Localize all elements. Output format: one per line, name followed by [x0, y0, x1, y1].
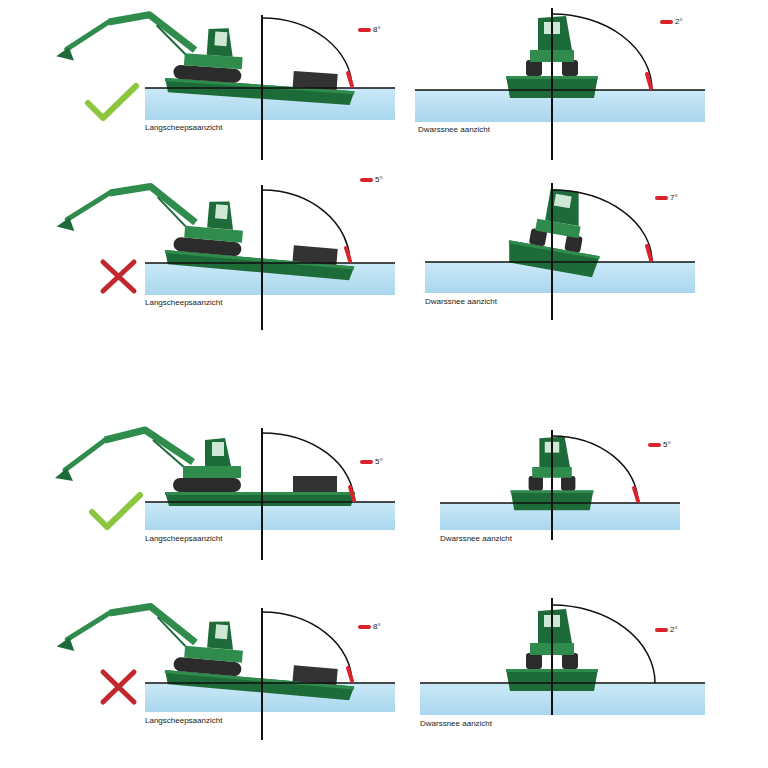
- view-caption: Langscheepsaanzicht: [145, 716, 222, 725]
- waterline: [425, 261, 695, 263]
- angle-arc: [262, 18, 352, 88]
- vertical-axis: [551, 8, 553, 160]
- angle-arc: [552, 14, 652, 90]
- view-caption: Langscheepsaanzicht: [145, 123, 222, 132]
- angle-arc: [552, 436, 638, 503]
- marker-legend: [662, 20, 671, 24]
- angle-value: 5°: [375, 457, 383, 466]
- marker-legend: [362, 460, 371, 464]
- view-caption: Dwarssnee aanzicht: [425, 297, 497, 306]
- angle-arc: [262, 433, 354, 502]
- angle-value: 5°: [663, 440, 671, 449]
- vertical-axis: [261, 15, 263, 160]
- vertical-axis: [261, 185, 263, 330]
- excavator-front: [505, 181, 610, 278]
- angle-marker: [348, 668, 352, 681]
- angle-value: 2°: [675, 17, 683, 26]
- waterline: [145, 682, 395, 684]
- marker-legend: [360, 625, 369, 629]
- view-caption: Dwarssnee aanzicht: [420, 719, 492, 728]
- check-mark: [88, 86, 136, 118]
- waterline: [145, 501, 395, 503]
- excavator-side: [54, 8, 359, 105]
- angle-value: 5°: [375, 175, 383, 184]
- marker-legend: [657, 196, 666, 200]
- angle-marker: [647, 246, 651, 260]
- marker-legend: [362, 178, 371, 182]
- angle-arc: [262, 190, 350, 263]
- view-caption: Langscheepsaanzicht: [145, 534, 222, 543]
- angle-arc: [552, 190, 652, 262]
- excavator-side: [54, 179, 359, 281]
- angle-marker: [348, 73, 352, 86]
- angle-marker: [350, 487, 354, 500]
- vertical-axis: [551, 183, 553, 320]
- view-caption: Dwarssnee aanzicht: [440, 534, 512, 543]
- marker-legend: [657, 628, 666, 632]
- angle-arc: [262, 612, 352, 683]
- angle-value: 7°: [670, 193, 678, 202]
- waterline: [145, 262, 395, 264]
- view-caption: Dwarssnee aanzicht: [418, 125, 490, 134]
- vertical-axis: [261, 608, 263, 740]
- cross-mark: [103, 672, 134, 702]
- waterline: [440, 502, 680, 504]
- water: [145, 502, 395, 530]
- marker-legend: [360, 28, 369, 32]
- angle-marker: [346, 248, 350, 261]
- excavator-side: [54, 599, 359, 701]
- vertical-axis: [551, 430, 553, 540]
- waterline: [420, 682, 705, 684]
- marker-legend: [650, 443, 659, 447]
- excavator-side: [55, 430, 355, 506]
- angle-value: 8°: [373, 622, 381, 631]
- view-caption: Langscheepsaanzicht: [145, 298, 222, 307]
- waterline: [415, 89, 705, 91]
- vertical-axis: [261, 428, 263, 560]
- angle-marker: [634, 488, 638, 501]
- check-mark: [92, 495, 140, 527]
- angle-arc: [552, 605, 655, 683]
- waterline: [145, 87, 395, 89]
- angle-marker: [647, 74, 651, 88]
- vertical-axis: [551, 598, 553, 715]
- angle-value: 8°: [373, 25, 381, 34]
- cross-mark: [103, 262, 134, 291]
- angle-value: 2°: [670, 625, 678, 634]
